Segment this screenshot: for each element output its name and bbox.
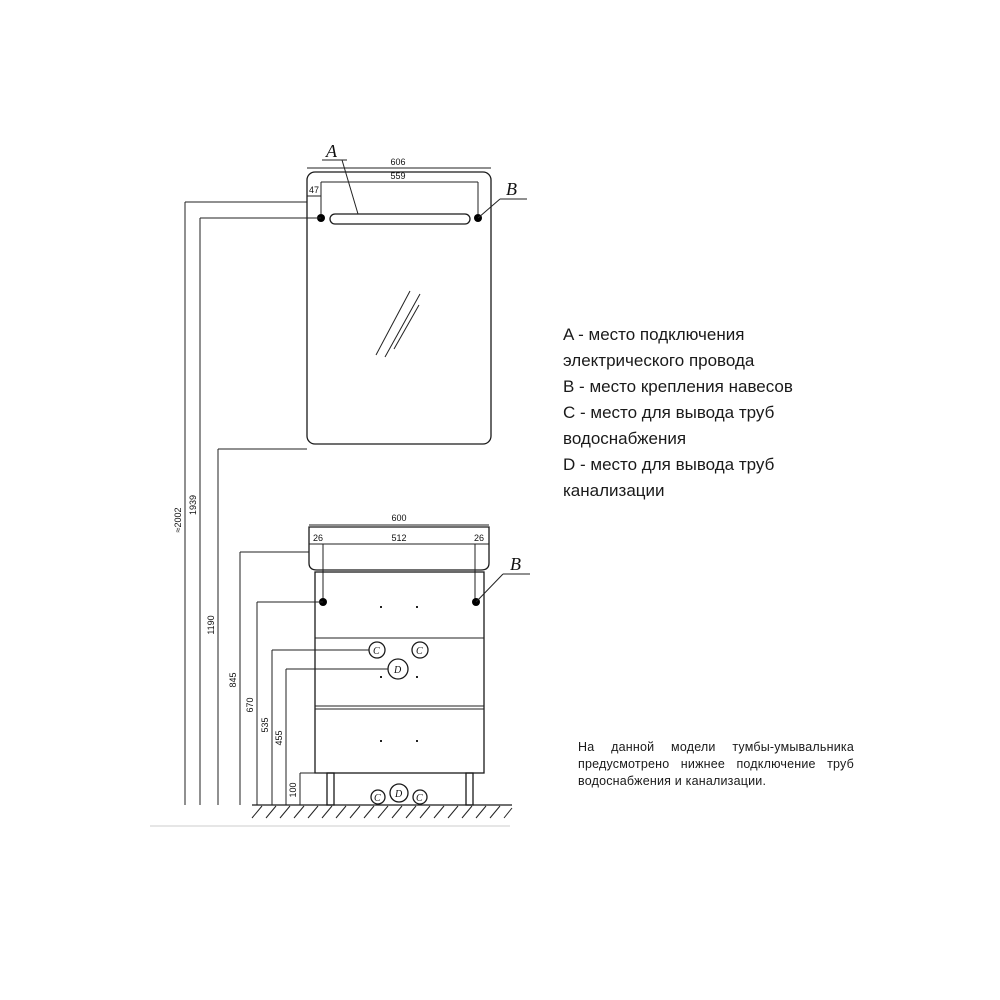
height-1190-label: 1190 bbox=[206, 615, 216, 634]
countertop-width-label: 600 bbox=[391, 513, 406, 523]
vanity-section-lines bbox=[315, 637, 484, 710]
countertop-left-offset-label: 26 bbox=[313, 533, 323, 543]
legend-line-c2: водоснабжения bbox=[563, 429, 687, 448]
svg-text:D: D bbox=[393, 665, 402, 676]
callout-a-leader bbox=[322, 159, 359, 215]
legend: A - место подключения электрического про… bbox=[563, 322, 893, 504]
vanity-handle-dots bbox=[380, 606, 418, 742]
callout-b-top-letter: B bbox=[506, 179, 517, 199]
svg-text:C: C bbox=[416, 646, 423, 657]
height-845-label: 845 bbox=[228, 672, 238, 687]
mirror-light-bar bbox=[329, 213, 471, 225]
svg-text:C: C bbox=[373, 646, 380, 657]
mirror-edge-offset-label: 47 bbox=[309, 185, 319, 195]
legend-line-c1: C - место для вывода труб bbox=[563, 403, 775, 422]
callout-a-letter: A bbox=[325, 141, 338, 161]
mirror-dimension-lines bbox=[307, 167, 491, 214]
svg-text:C: C bbox=[374, 793, 381, 804]
inner-connection-c-right: C bbox=[411, 641, 429, 659]
height-dimension-lines bbox=[184, 201, 388, 805]
countertop-mount-span-label: 512 bbox=[391, 533, 406, 543]
svg-text:D: D bbox=[394, 789, 403, 800]
legend-line-d2: канализации bbox=[563, 481, 665, 500]
floor-connection-c-left: C bbox=[370, 789, 386, 805]
callout-b-top-leader bbox=[477, 198, 527, 219]
height-535-label: 535 bbox=[260, 717, 270, 732]
svg-text:C: C bbox=[416, 793, 423, 804]
installation-note: На данной модели тумбы-умывальника преду… bbox=[578, 740, 854, 788]
vanity-countertop bbox=[308, 526, 490, 571]
countertop-right-offset-label: 26 bbox=[474, 533, 484, 543]
legend-line-a2: электрического провода bbox=[563, 351, 755, 370]
mirror-reflection-mark bbox=[375, 290, 421, 358]
floor-connection-c-right: C bbox=[412, 789, 428, 805]
mirror-body bbox=[306, 171, 492, 445]
callout-b-bottom-letter: B bbox=[510, 554, 521, 574]
vanity-body bbox=[314, 571, 485, 774]
callout-b-bottom-leader bbox=[475, 573, 530, 603]
legend-line-b: B - место крепления навесов bbox=[563, 377, 793, 396]
height-100-label: 100 bbox=[288, 782, 298, 797]
mirror-width-label: 606 bbox=[390, 157, 405, 167]
height-2002-label: ≈2002 bbox=[173, 508, 183, 533]
height-455-label: 455 bbox=[274, 730, 284, 745]
legend-line-a1: A - место подключения bbox=[563, 325, 745, 344]
floor-hatching bbox=[251, 805, 513, 819]
inner-connection-d: D bbox=[387, 658, 409, 680]
height-1939-label: 1939 bbox=[188, 495, 198, 515]
inner-connection-c-left: C bbox=[368, 641, 386, 659]
mirror-mount-span-label: 559 bbox=[390, 171, 405, 181]
height-670-label: 670 bbox=[245, 697, 255, 712]
floor-connection-d: D bbox=[389, 783, 409, 803]
legend-line-d1: D - место для вывода труб bbox=[563, 455, 775, 474]
